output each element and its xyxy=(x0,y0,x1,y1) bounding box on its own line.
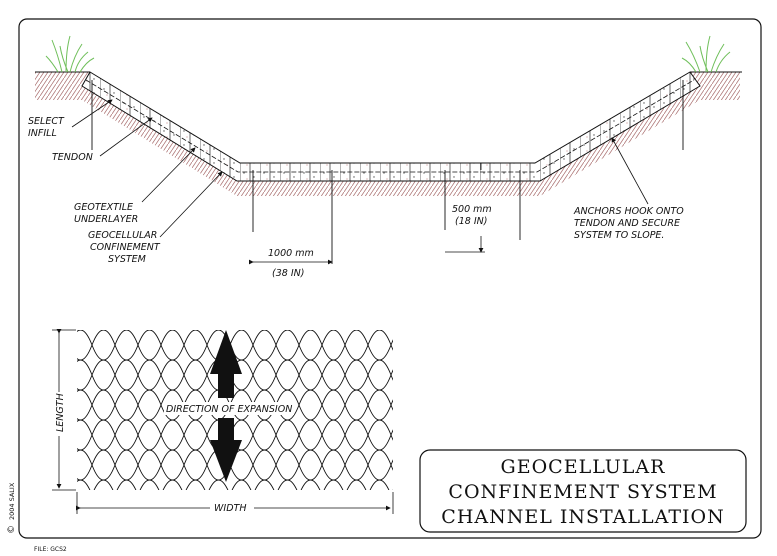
width-label: WIDTH xyxy=(214,503,246,514)
tendon-label: TENDON xyxy=(52,152,93,163)
geocellular-line1: GEOCELLULAR xyxy=(88,230,157,241)
leader-lines xyxy=(71,99,649,238)
geotextile-label: GEOTEXTILE UNDERLAYER xyxy=(74,202,138,225)
select-infill-line2: INFILL xyxy=(28,128,57,139)
cell-depth-dimension: 500 mm (18 IN) xyxy=(452,204,492,227)
anchors-line1: ANCHORS HOOK ONTO xyxy=(573,206,684,217)
cell-width-value: 1000 mm xyxy=(268,248,314,259)
geocell-band xyxy=(81,71,701,182)
anchors-line2: TENDON AND SECURE xyxy=(574,218,680,229)
plan-view: DIRECTION OF EXPANSION LENGTH WIDTH xyxy=(50,329,394,514)
title-line2: CONFINEMENT SYSTEM xyxy=(448,481,717,503)
select-infill-label: SELECT INFILL xyxy=(28,116,65,139)
expansion-arrow-down xyxy=(210,418,242,482)
cell-depth-imperial: (18 IN) xyxy=(455,216,487,227)
tendon-line xyxy=(85,79,695,173)
title-block: GEOCELLULAR CONFINEMENT SYSTEM CHANNEL I… xyxy=(419,449,747,533)
geocellular-line3: SYSTEM xyxy=(108,254,146,265)
file-name: FILE: GCS2 xyxy=(34,546,67,553)
dimension-lines xyxy=(249,163,485,265)
grass-left xyxy=(45,35,95,73)
length-label: LENGTH xyxy=(55,393,66,432)
width-label-bg xyxy=(210,501,254,514)
outer-frame xyxy=(18,18,762,539)
anchors-label: ANCHORS HOOK ONTO TENDON AND SECURE SYST… xyxy=(573,206,684,241)
anchor-pins xyxy=(91,80,684,264)
cell-width-dimension: 1000 mm (38 IN) xyxy=(268,248,314,279)
copyright-symbol: © xyxy=(7,525,17,534)
geocellular-label: GEOCELLULAR CONFINEMENT SYSTEM xyxy=(88,230,161,265)
geotextile-line1: GEOTEXTILE xyxy=(74,202,133,213)
title-line1: GEOCELLULAR xyxy=(501,456,666,478)
cell-depth-value: 500 mm xyxy=(452,204,492,215)
length-extension-lines xyxy=(52,329,76,491)
grass-right xyxy=(681,35,731,73)
title-block-frame xyxy=(419,449,747,533)
direction-of-expansion-label: DIRECTION OF EXPANSION xyxy=(166,404,292,415)
geotextile-line2: UNDERLAYER xyxy=(74,214,138,225)
anchors-line3: SYSTEM TO SLOPE. xyxy=(574,230,664,241)
title-line3: CHANNEL INSTALLATION xyxy=(441,506,724,528)
channel-cross-section xyxy=(35,35,742,264)
width-extension-lines xyxy=(76,492,394,514)
cell-width-imperial: (38 IN) xyxy=(272,268,304,279)
geocellular-line2: CONFINEMENT xyxy=(90,242,161,253)
direction-label-bg xyxy=(164,402,294,415)
expansion-arrow-up xyxy=(210,330,242,398)
length-label-bg xyxy=(50,392,68,436)
select-infill-line1: SELECT xyxy=(28,116,65,127)
copyright-text: 2004 SALIX xyxy=(8,482,16,520)
